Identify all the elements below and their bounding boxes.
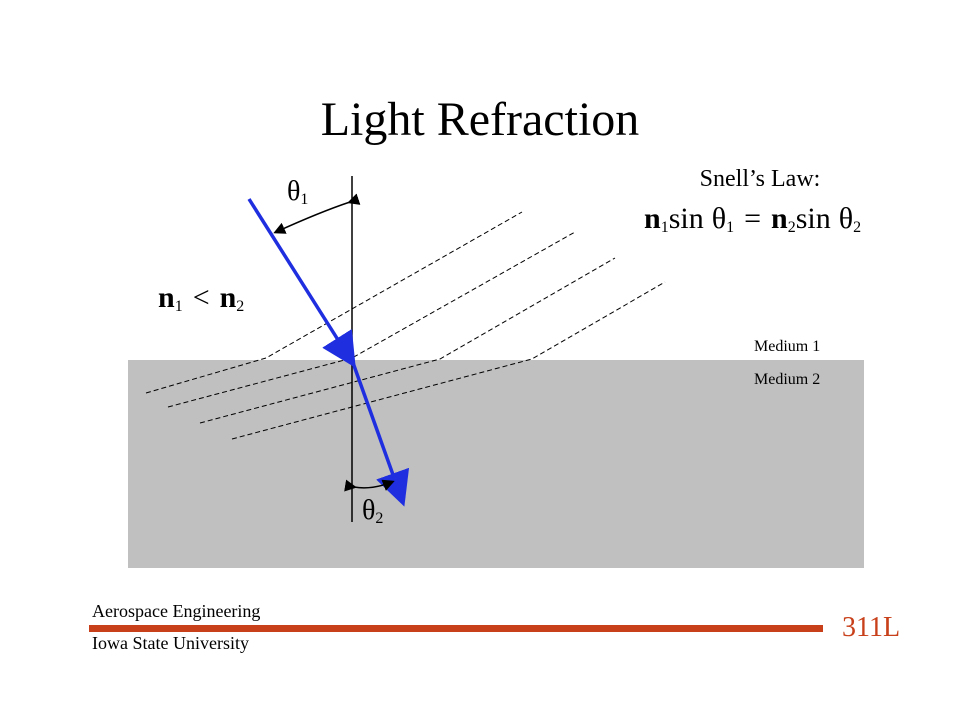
wavefront-line	[167, 231, 576, 408]
index-inequality: n1<n2	[158, 281, 244, 315]
medium-2-label: Medium 2	[754, 371, 821, 388]
wavefront-line	[231, 281, 666, 440]
refracted-ray	[350, 359, 410, 507]
incident-ray	[247, 198, 356, 368]
angle-arc-theta2	[344, 479, 395, 492]
wavefront-line	[199, 257, 616, 424]
snell-law-heading: Snell’s Law:	[699, 166, 821, 192]
medium-1-label: Medium 1	[754, 338, 821, 355]
theta2-label: θ2	[362, 495, 383, 527]
course-code: 311L	[842, 612, 901, 643]
angle-arc-theta1	[273, 193, 361, 234]
footer-department: Aerospace Engineering	[92, 601, 261, 621]
footer-divider	[89, 625, 823, 632]
slide-title: Light Refraction	[320, 93, 640, 146]
medium-2-region	[128, 360, 864, 568]
footer-university: Iowa State University	[92, 633, 249, 653]
theta1-label: θ1	[287, 176, 308, 208]
wavefront-line	[145, 211, 523, 394]
